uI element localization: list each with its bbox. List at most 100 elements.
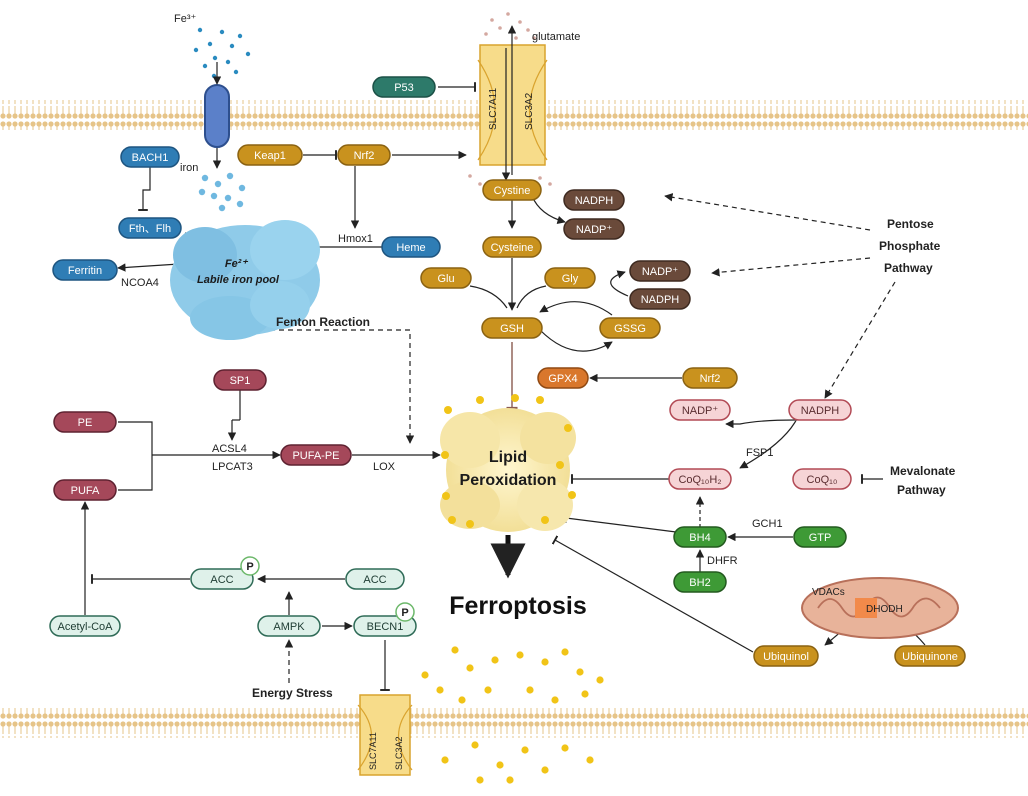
node-bh4: BH4 [673,526,727,548]
glutdots-dot [506,12,510,16]
lipiddots-dot [476,396,484,404]
node-label-bh2: BH2 [689,577,710,589]
node-nadp-1: NADP⁺ [563,218,625,240]
node-keap1: Keap1 [237,144,303,166]
node-pe: PE [53,411,117,433]
burstdots-dot [521,746,529,754]
node-label-acetyl-coa: Acetyl-CoA [57,621,113,633]
node-label-gly: Gly [562,273,579,285]
irondots-dot [218,204,226,212]
dhfr-label: DHFR [707,555,738,567]
fe3dots-dot [197,27,203,33]
burstdots-dot [516,651,524,659]
ppp-to-nadph-3 [824,281,896,399]
burstdots-dot [471,741,479,749]
burstdots-dot [576,668,584,676]
burstdots-dot [491,656,499,664]
vdacs-label: VDACs [812,587,845,598]
irondots-dot [238,184,246,192]
node-label-acc: ACC [363,574,386,586]
lipiddots-dot [556,461,564,469]
glutdots-dot [478,182,482,186]
irondots-dot [198,188,206,196]
bottom-membrane [0,708,1028,738]
ppp-label-3: Pathway [884,261,933,275]
ubiquinol-inhibits-lipid [551,535,754,653]
burstdots-dot [541,658,549,666]
gssg-to-gsh [539,301,613,316]
fe3dots-dot [207,41,213,47]
phospho-label: P [246,561,253,573]
burstdots-dot [561,744,569,752]
node-nadph-1: NADPH [563,189,625,211]
node-gly: Gly [544,267,596,289]
hmox1-label: Hmox1 [338,233,373,245]
ppp-label-2: Phosphate [879,239,941,253]
lipid-radicals [441,394,576,528]
bh4-inhibits-lipid [564,513,677,533]
node-label-bach1: BACH1 [132,152,169,164]
lox-label: LOX [373,461,396,473]
node-label-coq10h2: CoQ₁₀H₂ [678,474,721,486]
node-nadp-3: NADP⁺ [669,399,731,421]
glutdots-dot [468,174,472,178]
dhodh-label: DHODH [866,604,903,615]
node-label-p53: P53 [394,82,414,94]
burstdots-dot [596,676,604,684]
burstdots-dot [436,686,444,694]
nadph-to-nadp-fsp1 [725,419,796,429]
burstdots-dot [476,776,484,784]
node-label-gssg: GSSG [614,323,646,335]
lipiddots-dot [448,516,456,524]
node-label-nadph-1: NADPH [575,195,614,207]
node-ampk: AMPK [257,615,321,637]
mevalonate-label-1: Mevalonate [890,464,956,478]
lipiddots-dot [442,492,450,500]
node-coq10: CoQ₁₀ [792,468,852,490]
node-label-keap1: Keap1 [254,150,286,162]
fe3dots-dot [212,55,218,61]
lipid-peroxidation-cloud [440,408,576,532]
node-pufa-pe: PUFA-PE [280,444,352,466]
irondots-dot [214,180,222,188]
burstdots-dot [451,646,459,654]
gly-to-gsh [516,285,547,309]
lipiddots-dot [564,424,572,432]
burstdots-dot [526,686,534,694]
node-label-pufa: PUFA [71,485,100,497]
node-p53: P53 [372,76,436,98]
node-label-ubiquinone: Ubiquinone [902,651,958,663]
burstdots-dot [441,756,449,764]
node-label-nrf2-top: Nrf2 [354,150,375,162]
node-nadph-3: NADPH [788,399,852,421]
node-label-pufa-pe: PUFA-PE [292,450,339,462]
fe3dots-dot [211,73,217,79]
fe3-label: Fe³⁺ [174,13,197,25]
glutdots-dot [538,176,542,180]
node-label-nadph-2: NADPH [641,294,680,306]
acsl4-label: ACSL4 [212,443,247,455]
irondots-dot [201,174,209,182]
gch1-label: GCH1 [752,518,783,530]
iron-transporter [204,84,230,148]
node-glu: Glu [420,267,472,289]
lipiddots-dot [444,406,452,414]
burstdots-dot [458,696,466,704]
lipiddots-dot [511,394,519,402]
irondots-dot [224,194,232,202]
ferroptosis-label: Ferroptosis [449,592,587,620]
node-label-coq10: CoQ₁₀ [807,474,838,486]
node-cystine: Cystine [482,179,542,201]
node-label-cystine: Cystine [494,185,531,197]
node-gpx4: GPX4 [537,367,589,389]
burstdots-dot [496,761,504,769]
fenton-to-lipid [270,329,415,444]
slc7a11-label-top: SLC7A11 [488,87,499,130]
node-cysteine: Cysteine [482,236,542,258]
lipiddots-dot [536,396,544,404]
glutdots-dot [514,36,518,40]
fe3dots-dot [225,59,231,65]
nadph-cycle-2 [610,270,629,297]
node-label-nadp-2: NADP⁺ [642,266,679,278]
